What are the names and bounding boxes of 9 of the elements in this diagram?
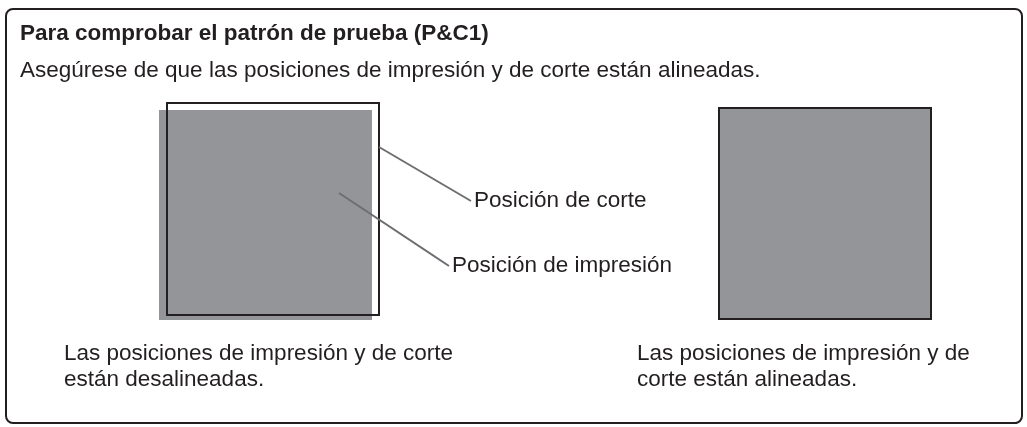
instruction-text: Asegúrese de que las posiciones de impresión y de corte están alineadas. — [20, 57, 761, 83]
leader-line — [378, 146, 472, 202]
caption-text: Las posiciones de impresión y de corte están desalineadas. — [64, 340, 454, 392]
callout-text: Posición de impresión — [452, 252, 673, 278]
leader-line — [338, 192, 450, 267]
panel-title: Para comprobar el patrón de prueba (P&C1) — [20, 20, 489, 46]
aligned-print-square — [718, 107, 932, 320]
callout-text: Posición de corte — [474, 187, 647, 213]
caption-text: Las posiciones de impresión y de corte están alineadas. — [637, 340, 971, 392]
